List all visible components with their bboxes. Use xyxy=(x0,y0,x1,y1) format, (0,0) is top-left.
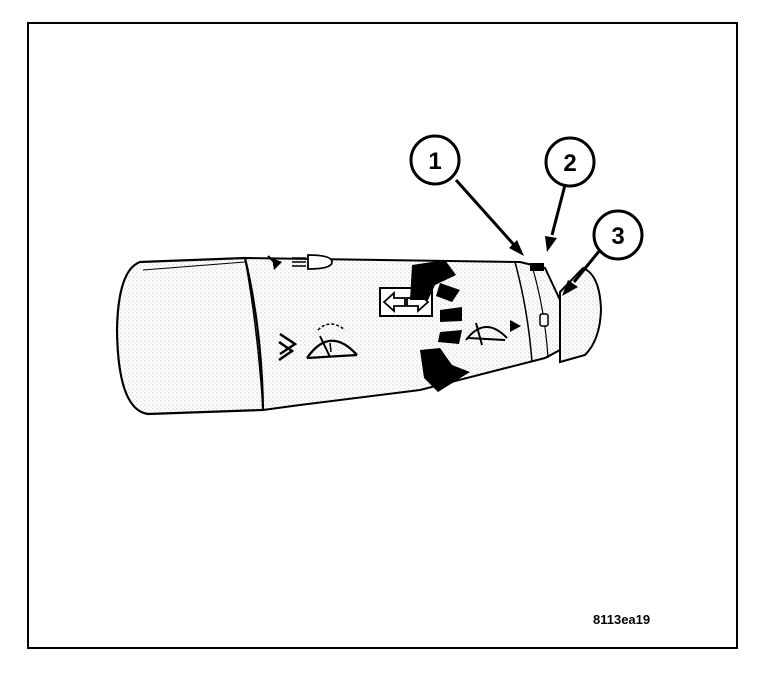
callout-3: 3 xyxy=(592,209,644,261)
callout-leaders xyxy=(454,179,602,296)
column-shaft xyxy=(559,266,603,364)
switch-lever xyxy=(115,256,561,416)
position-indicator-icon xyxy=(510,320,521,332)
callout-1: 1 xyxy=(409,134,461,186)
wiper-icon xyxy=(465,322,508,346)
callout-3-number: 3 xyxy=(611,223,624,250)
rotation-arrows xyxy=(410,260,470,392)
turn-signal-arrows-icon xyxy=(379,287,433,317)
headlamp-high-beam-icon xyxy=(267,254,333,270)
mist-chevron-icon xyxy=(278,332,298,362)
callout-1-number: 1 xyxy=(428,148,441,175)
callout-2-number: 2 xyxy=(563,150,576,177)
callout-2: 2 xyxy=(544,136,596,188)
figure-reference-code: 8113ea19 xyxy=(593,612,650,627)
figure-frame xyxy=(27,22,738,649)
washer-wiper-icon xyxy=(306,323,358,360)
